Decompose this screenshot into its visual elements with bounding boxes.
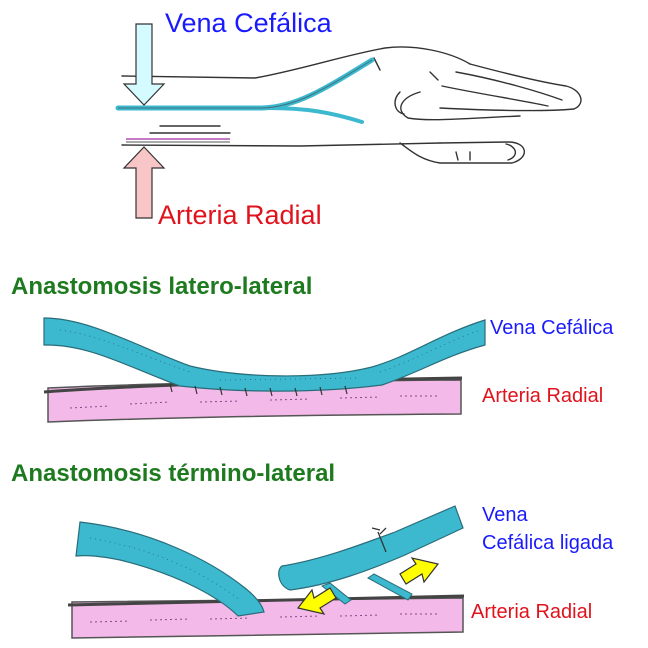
termino-heading: Anastomosis término-lateral: [11, 462, 335, 486]
down-arrow-icon: [124, 24, 164, 105]
termino-vein-ligated: [279, 506, 463, 604]
top-vein-label: Vena Cefálica: [165, 10, 332, 37]
termino-artery-label: Arteria Radial: [471, 602, 592, 622]
forearm-artery: [126, 139, 230, 142]
yellow-arrow-right-icon: [400, 558, 438, 584]
hand-illustration: [122, 47, 581, 163]
latero-artery-label: Arteria Radial: [482, 386, 603, 406]
latero-vein-label: Vena Cefálica: [490, 318, 613, 338]
latero-heading: Anastomosis latero-lateral: [11, 275, 312, 299]
top-artery-label: Arteria Radial: [158, 202, 322, 229]
termino-artery: [68, 596, 464, 638]
termino-vein-label-line2: Cefálica ligada: [482, 533, 613, 553]
termino-vein-label-line1: Vena: [482, 505, 528, 525]
